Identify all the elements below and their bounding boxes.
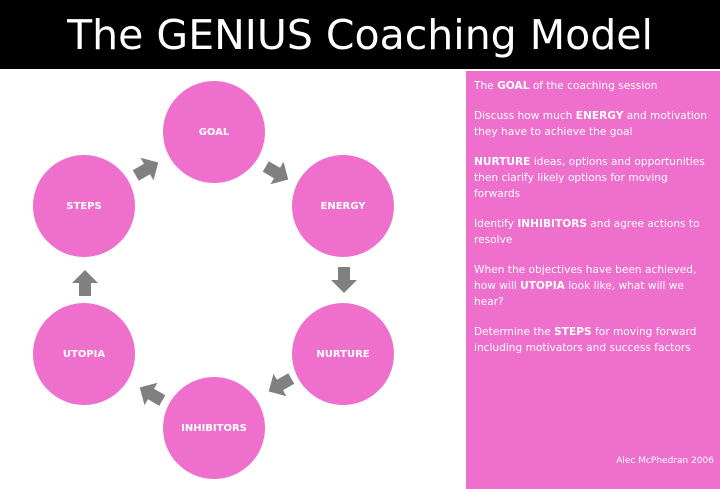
arrow-nurture-to-inhibitors-icon <box>260 365 301 406</box>
utopia-circle: UTOPIA <box>33 303 135 405</box>
arrow-utopia-to-steps-icon <box>70 268 100 298</box>
goal-description: The GOAL of the coaching session <box>474 80 658 92</box>
energy-description: Discuss how much ENERGY and motivation t… <box>474 110 707 138</box>
inhibitors-description: Identify INHIBITORS and agree actions to… <box>474 218 700 246</box>
arrow-inhibitors-to-utopia-icon <box>131 374 172 415</box>
arrow-energy-to-nurture-icon <box>329 265 359 295</box>
title-bar: The GENIUS Coaching Model <box>0 0 720 69</box>
energy-circle: ENERGY <box>292 155 394 257</box>
steps-circle: STEPS <box>33 155 135 257</box>
nurture-description: NURTURE ideas, options and opportunities… <box>474 156 705 200</box>
nurture-circle: NURTURE <box>292 303 394 405</box>
inhibitors-circle: INHIBITORS <box>163 377 265 479</box>
page-title: The GENIUS Coaching Model <box>67 10 653 59</box>
arrow-steps-to-goal-icon <box>127 149 168 190</box>
utopia-description: When the objectives have been achieved, … <box>474 264 697 308</box>
author-credit: Alec McPhedran 2006 <box>616 456 714 466</box>
steps-description: Determine the STEPS for moving forward i… <box>474 326 697 354</box>
description-panel: The GOAL of the coaching session Discuss… <box>466 71 720 489</box>
goal-circle: GOAL <box>163 81 265 183</box>
arrow-goal-to-energy-icon <box>257 153 298 194</box>
